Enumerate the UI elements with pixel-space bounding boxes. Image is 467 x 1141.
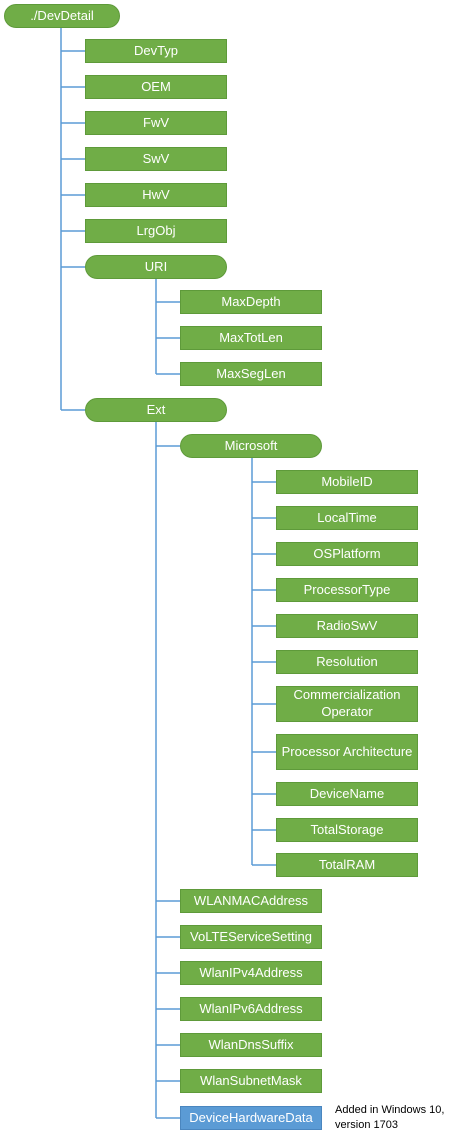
node-totalstorage: TotalStorage xyxy=(276,818,418,842)
node-devicehardwaredata: DeviceHardwareData xyxy=(180,1106,322,1130)
node-uri: URI xyxy=(85,255,227,279)
node-maxtotlen: MaxTotLen xyxy=(180,326,322,350)
node-wlansubnetmask: WlanSubnetMask xyxy=(180,1069,322,1093)
node-wlanipv6address: WlanIPv6Address xyxy=(180,997,322,1021)
node-hwv: HwV xyxy=(85,183,227,207)
node-volteservicesetting: VoLTEServiceSetting xyxy=(180,925,322,949)
node-processor-architecture: Processor Architecture xyxy=(276,734,418,770)
node-mobileid: MobileID xyxy=(276,470,418,494)
node-swv: SwV xyxy=(85,147,227,171)
node-devtyp: DevTyp xyxy=(85,39,227,63)
node-maxdepth: MaxDepth xyxy=(180,290,322,314)
node-radioswv: RadioSwV xyxy=(276,614,418,638)
node-lrgobj: LrgObj xyxy=(85,219,227,243)
node-fwv: FwV xyxy=(85,111,227,135)
version-note: Added in Windows 10, version 1703 xyxy=(335,1104,445,1131)
node-oem: OEM xyxy=(85,75,227,99)
node-commercialization-operator: Commercialization Operator xyxy=(276,686,418,722)
node-wlanmacaddress: WLANMACAddress xyxy=(180,889,322,913)
node-wlanipv4address: WlanIPv4Address xyxy=(180,961,322,985)
node-devdetail-root: ./DevDetail xyxy=(4,4,120,28)
node-totalram: TotalRAM xyxy=(276,853,418,877)
node-resolution: Resolution xyxy=(276,650,418,674)
node-maxseglen: MaxSegLen xyxy=(180,362,322,386)
node-ext: Ext xyxy=(85,398,227,422)
node-wlandnssuffix: WlanDnsSuffix xyxy=(180,1033,322,1057)
node-localtime: LocalTime xyxy=(276,506,418,530)
node-processortype: ProcessorType xyxy=(276,578,418,602)
node-devicename: DeviceName xyxy=(276,782,418,806)
node-osplatform: OSPlatform xyxy=(276,542,418,566)
node-microsoft: Microsoft xyxy=(180,434,322,458)
